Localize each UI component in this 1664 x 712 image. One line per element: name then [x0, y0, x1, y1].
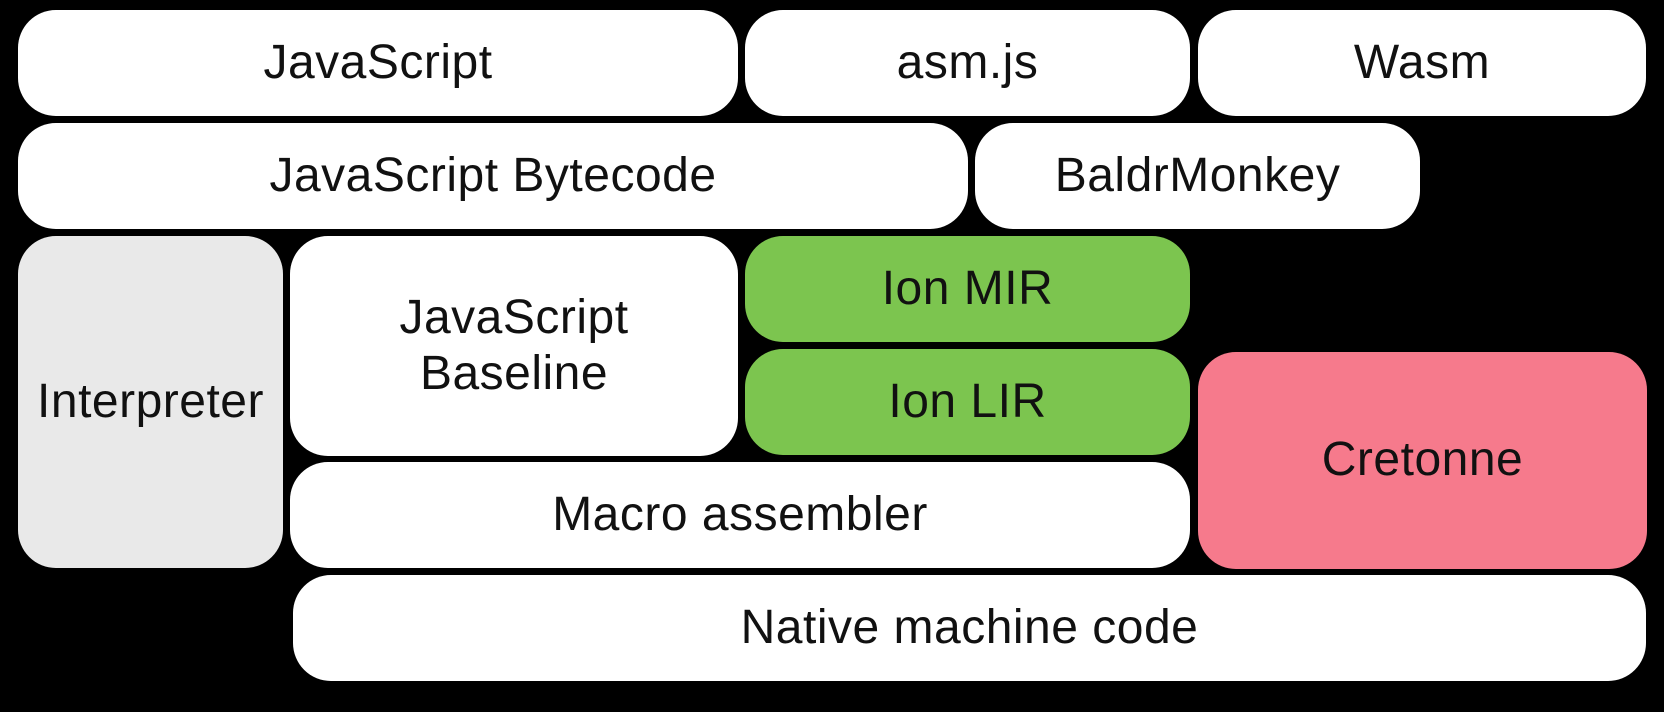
node-ion-lir-label: Ion LIR	[888, 374, 1047, 428]
node-ion-mir: Ion MIR	[745, 236, 1190, 342]
node-native-machine-code: Native machine code	[293, 575, 1646, 681]
node-javascript-label: JavaScript	[263, 35, 493, 89]
node-javascript-baseline-label: JavaScript Baseline	[399, 290, 629, 400]
node-asmjs-label: asm.js	[896, 35, 1039, 89]
node-javascript-bytecode-label: JavaScript Bytecode	[269, 148, 717, 202]
node-macro-assembler: Macro assembler	[290, 462, 1190, 568]
node-interpreter-label: Interpreter	[37, 374, 264, 428]
node-javascript: JavaScript	[18, 10, 738, 116]
node-native-machine-code-label: Native machine code	[740, 600, 1199, 654]
node-javascript-bytecode: JavaScript Bytecode	[18, 123, 968, 229]
node-macro-assembler-label: Macro assembler	[552, 487, 928, 541]
node-interpreter: Interpreter	[18, 236, 283, 568]
node-cretonne: Cretonne	[1198, 352, 1647, 569]
node-baldrmonkey: BaldrMonkey	[975, 123, 1420, 229]
node-ion-lir: Ion LIR	[745, 349, 1190, 455]
node-cretonne-label: Cretonne	[1321, 433, 1524, 487]
node-baldrmonkey-label: BaldrMonkey	[1054, 148, 1341, 202]
node-wasm: Wasm	[1198, 10, 1646, 116]
node-ion-mir-label: Ion MIR	[881, 261, 1054, 315]
node-javascript-baseline: JavaScript Baseline	[290, 236, 738, 456]
node-wasm-label: Wasm	[1353, 35, 1491, 89]
node-asmjs: asm.js	[745, 10, 1190, 116]
